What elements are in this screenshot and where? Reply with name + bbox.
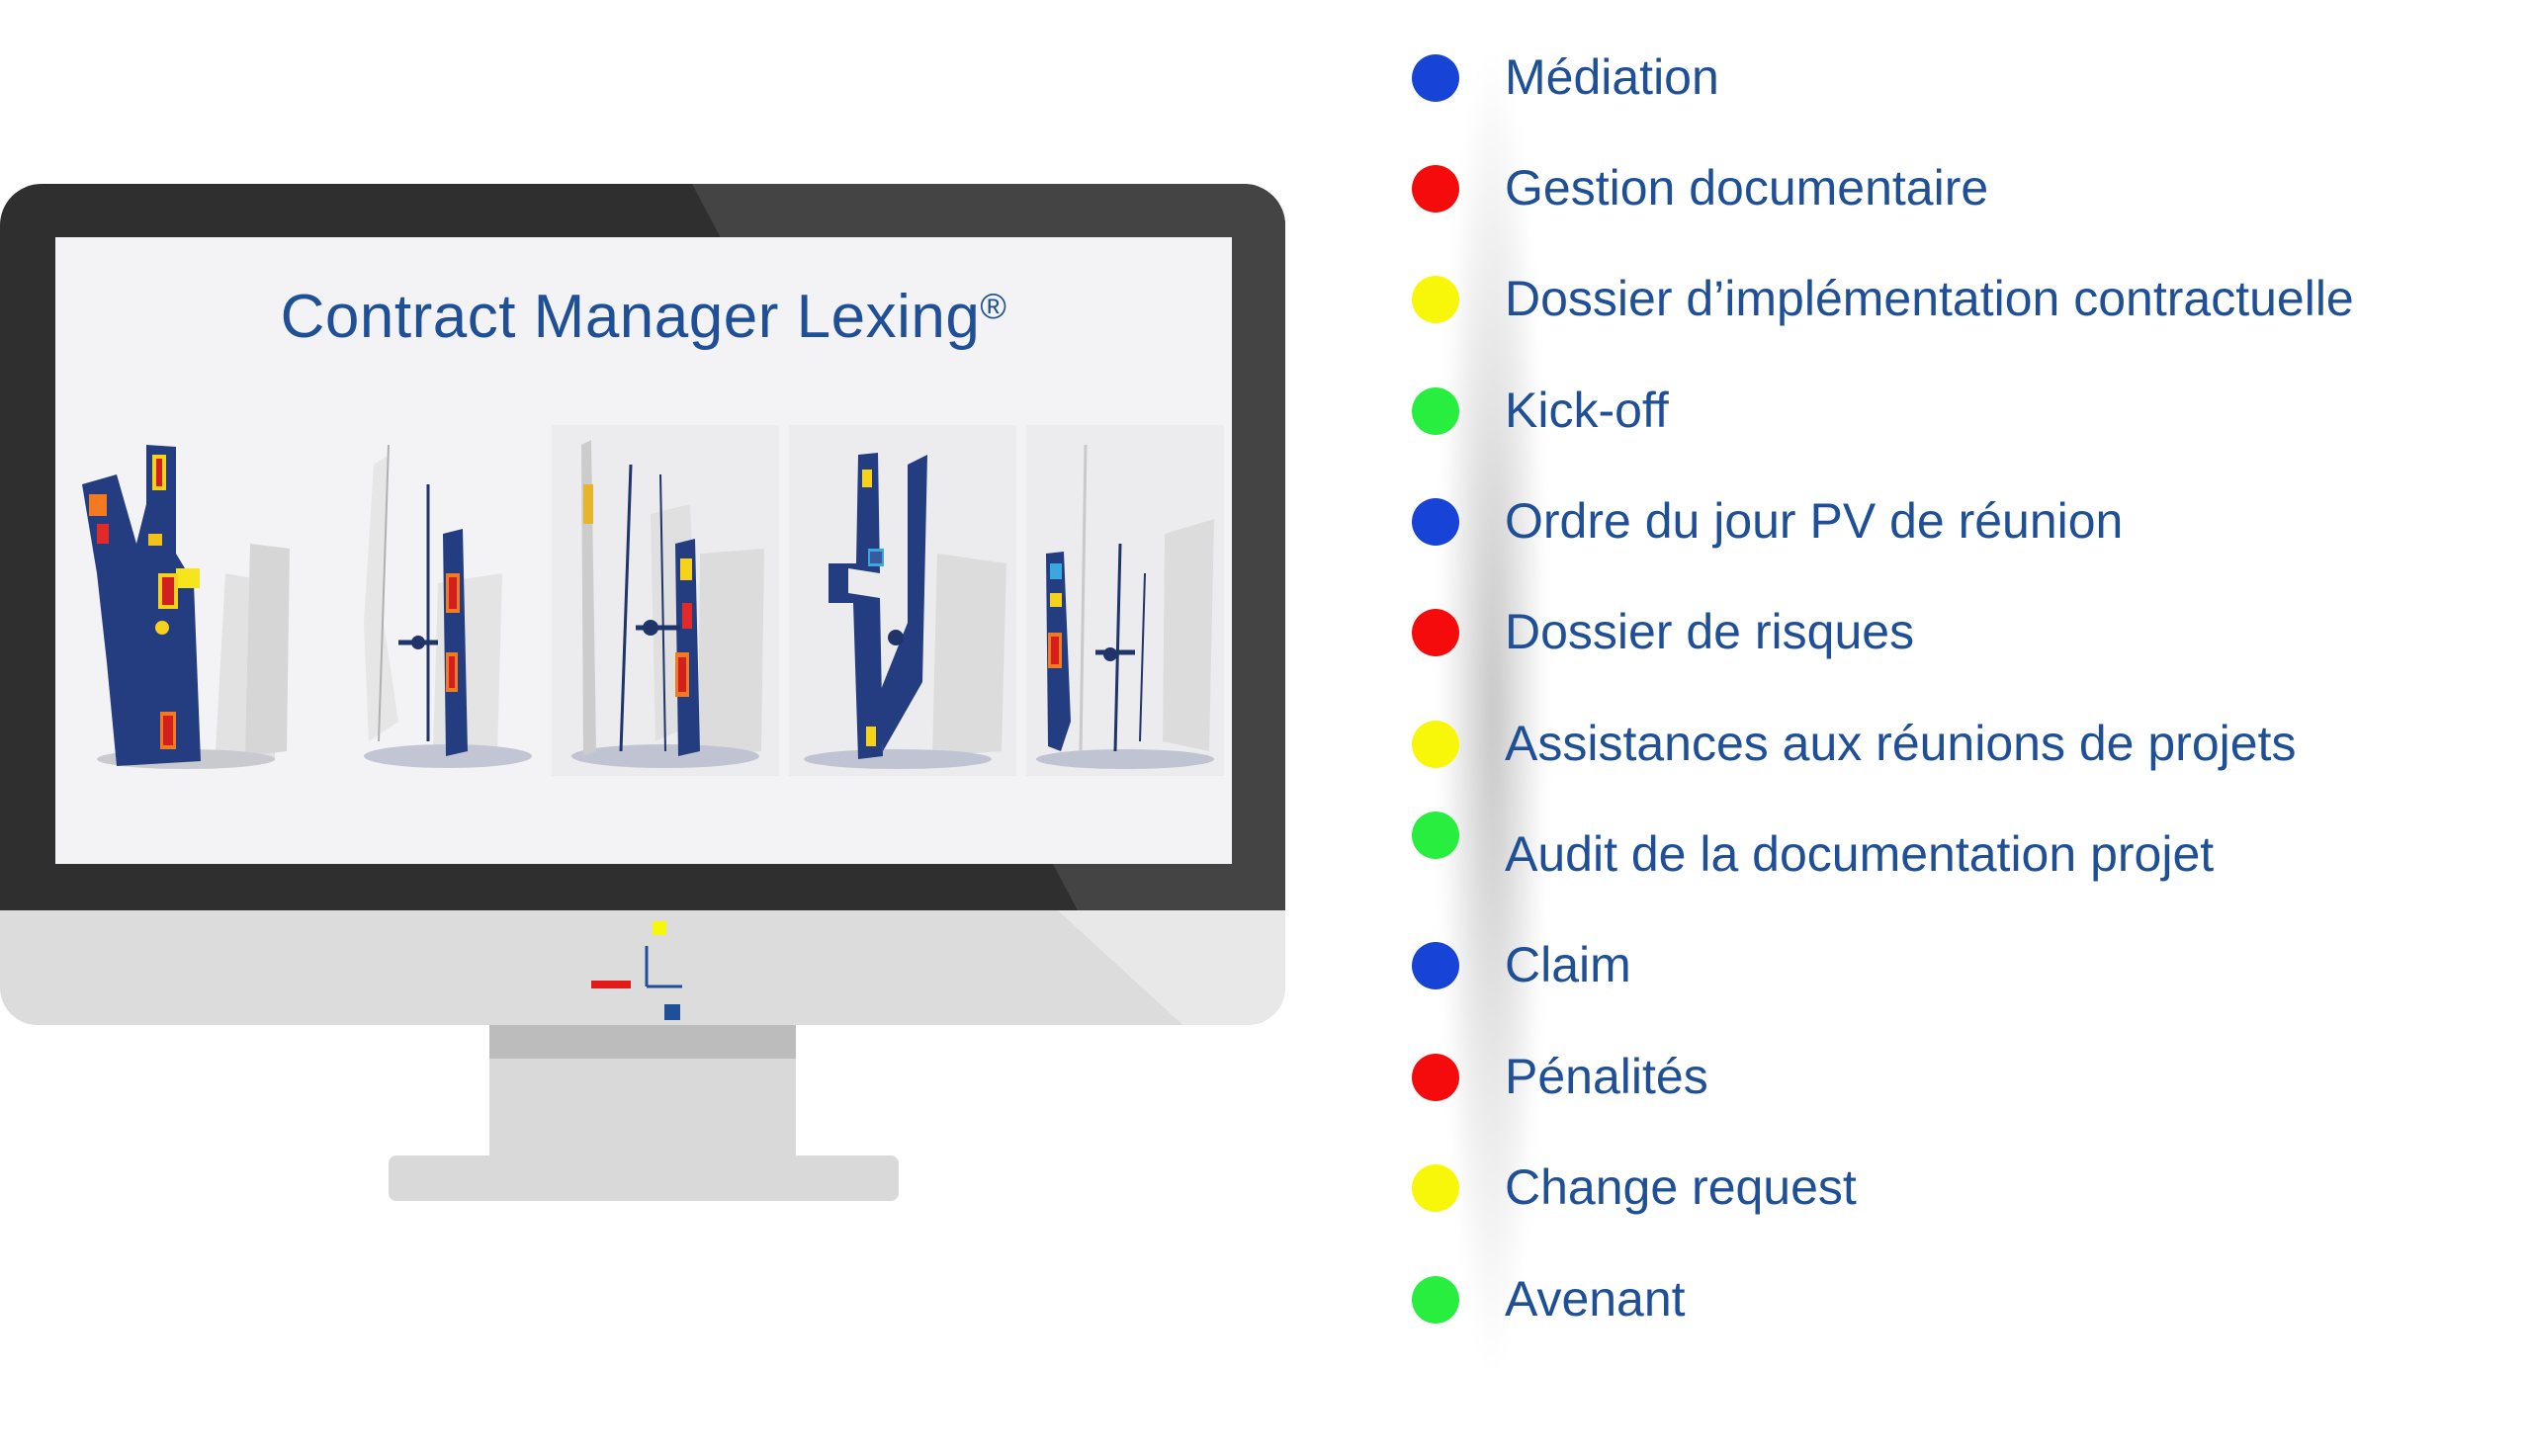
list-item: Claim — [1404, 922, 2511, 1001]
monitor-foot — [389, 1156, 899, 1201]
list-shadow — [1439, 40, 1547, 1384]
bullet-dot — [1412, 498, 1459, 546]
bullet-dot — [1412, 1164, 1459, 1212]
list-item: Dossier de risques — [1404, 589, 2511, 668]
screen-title: Contract Manager Lexing® — [55, 282, 1232, 352]
list-item: Ordre du jour PV de réunion — [1404, 478, 2511, 557]
list-item-label: Ordre du jour PV de réunion — [1505, 493, 2124, 549]
bullet-dot — [1412, 812, 1459, 859]
sculpture-image-1 — [77, 425, 295, 776]
list-item-label: Assistances aux réunions de projets — [1505, 716, 2297, 771]
list-item-label: Dossier d’implémentation contractuelle — [1505, 271, 2354, 326]
list-item-label: Avenant — [1505, 1271, 1686, 1327]
list-item: Pénalités — [1404, 1034, 2511, 1113]
sculpture-image-3 — [552, 425, 779, 776]
monitor-illustration: Contract Manager Lexing® — [0, 0, 1305, 1216]
screen-title-text: Contract Manager Lexing — [280, 283, 981, 351]
list-item: Avenant — [1404, 1256, 2511, 1335]
list-item-label: Claim — [1505, 937, 1631, 992]
list-item-label: Change request — [1505, 1159, 1857, 1215]
sculpture-thumbnails — [77, 425, 1224, 830]
bullet-dot — [1412, 276, 1459, 323]
sculpture-image-5 — [1026, 425, 1224, 776]
list-item: Audit de la documentation projet — [1404, 812, 2511, 891]
sculpture-image-2 — [329, 425, 547, 776]
monitor-screen: Contract Manager Lexing® — [55, 237, 1232, 864]
monitor-chin — [0, 910, 1285, 1025]
list-item: Gestion documentaire — [1404, 145, 2511, 224]
list-item-label: Dossier de risques — [1505, 604, 1915, 659]
lexing-logo — [591, 921, 690, 1020]
bullet-dot — [1412, 54, 1459, 102]
list-item-label: Kick-off — [1505, 383, 1669, 438]
list-item: Médiation — [1404, 35, 2511, 114]
bullet-dot — [1412, 942, 1459, 989]
list-item-label: Audit de la documentation projet — [1505, 826, 2215, 882]
sculpture-image-4 — [789, 425, 1016, 776]
bullet-dot — [1412, 1276, 1459, 1324]
list-item: Dossier d’implémentation contractuelle — [1404, 256, 2511, 335]
registered-mark: ® — [980, 286, 1007, 326]
list-item-label: Gestion documentaire — [1505, 160, 1989, 215]
services-list: Médiation Gestion documentaire Dossier d… — [1404, 0, 2511, 1384]
list-item-label: Pénalités — [1505, 1049, 1708, 1104]
list-item: Kick-off — [1404, 368, 2511, 447]
bullet-dot — [1412, 165, 1459, 213]
list-item: Assistances aux réunions de projets — [1404, 701, 2511, 780]
list-item-label: Médiation — [1505, 49, 1719, 105]
chin-glare — [1058, 910, 1285, 1025]
bullet-dot — [1412, 387, 1459, 435]
bullet-dot — [1412, 721, 1459, 768]
monitor-neck-top — [489, 1025, 796, 1059]
bullet-dot — [1412, 609, 1459, 656]
list-item: Change request — [1404, 1145, 2511, 1224]
bullet-dot — [1412, 1054, 1459, 1101]
monitor-neck — [489, 1059, 796, 1156]
